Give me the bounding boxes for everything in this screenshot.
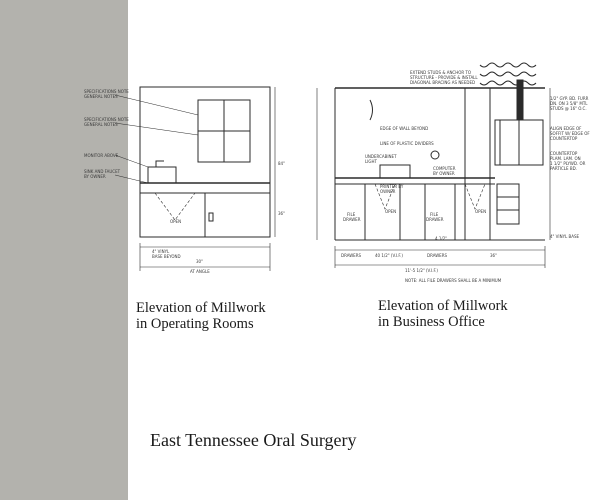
svg-text:BASE BEYOND: BASE BEYOND: [152, 254, 181, 259]
svg-text:30": 30": [196, 259, 203, 264]
side-band: [0, 0, 128, 500]
svg-text:BY OWNER: BY OWNER: [84, 174, 106, 179]
page-title: East Tennessee Oral Surgery: [150, 430, 357, 450]
svg-text:LIGHT: LIGHT: [365, 159, 378, 164]
svg-text:PARTICLE BD.: PARTICLE BD.: [550, 166, 577, 171]
svg-text:FILE: FILE: [347, 212, 356, 217]
svg-text:GENERAL NOTES: GENERAL NOTES: [84, 122, 118, 127]
svg-text:DRAWERS: DRAWERS: [341, 253, 361, 258]
svg-text:COUNTERTOP: COUNTERTOP: [550, 136, 578, 141]
caption-line: in Business Office: [378, 314, 485, 330]
svg-text:DRAWER: DRAWER: [343, 217, 361, 222]
svg-text:NOTE: ALL FILE DRAWERS SHALL B: NOTE: ALL FILE DRAWERS SHALL BE A MINIMU…: [405, 278, 502, 283]
svg-text:FILE: FILE: [430, 212, 439, 217]
caption-operating-rooms: Elevation of Millwork in Operating Rooms: [136, 300, 266, 332]
svg-text:DRAWER: DRAWER: [426, 217, 444, 222]
svg-text:OPEN: OPEN: [170, 219, 181, 224]
svg-text:STRUCTURE - PROVIDE & INSTALL: STRUCTURE - PROVIDE & INSTALL: [410, 75, 478, 80]
caption-line: Elevation of Millwork: [136, 300, 266, 316]
svg-text:OWNER: OWNER: [380, 189, 396, 194]
svg-text:DRAWERS: DRAWERS: [427, 253, 447, 258]
caption-line: in Operating Rooms: [136, 316, 254, 332]
svg-text:OPEN: OPEN: [475, 209, 486, 214]
svg-text:AT ANGLE: AT ANGLE: [190, 269, 210, 274]
svg-text:11'-5 1/2" (V.I.F.): 11'-5 1/2" (V.I.F.): [405, 268, 438, 273]
svg-text:DN. ON 3 5/8" MTL: DN. ON 3 5/8" MTL: [550, 101, 588, 106]
svg-text:PLAM. LAM. ON: PLAM. LAM. ON: [550, 156, 581, 161]
svg-text:4" VINYL: 4" VINYL: [152, 249, 170, 254]
svg-text:36": 36": [490, 253, 497, 258]
svg-text:40 1/2" (V.I.F.): 40 1/2" (V.I.F.): [375, 253, 403, 258]
svg-text:EXTEND STUDS & ANCHOR TO: EXTEND STUDS & ANCHOR TO: [410, 70, 471, 75]
svg-text:4" VINYL BASE: 4" VINYL BASE: [550, 234, 580, 239]
svg-text:COUNTERTOP: COUNTERTOP: [550, 151, 578, 156]
svg-text:UNDERCABINET: UNDERCABINET: [365, 154, 397, 159]
svg-text:OPEN: OPEN: [385, 209, 396, 214]
svg-text:84": 84": [278, 161, 285, 166]
svg-text:BY OWNER: BY OWNER: [433, 171, 455, 176]
operating-rooms-elevation-drawing: SPECIFICATIONS NOTE GENERAL NOTES SPECIF…: [84, 86, 285, 274]
svg-text:COMPUTER: COMPUTER: [433, 166, 456, 171]
svg-text:SPECIFICATIONS NOTE: SPECIFICATIONS NOTE: [84, 117, 129, 122]
caption-business-office: Elevation of Millwork in Business Office: [378, 298, 508, 330]
svg-text:SOFFIT W/ EDGE OF: SOFFIT W/ EDGE OF: [550, 131, 590, 136]
svg-text:MONITOR ABOVE: MONITOR ABOVE: [84, 153, 119, 158]
svg-text:SPECIFICATIONS NOTE: SPECIFICATIONS NOTE: [84, 89, 129, 94]
svg-text:DIAGONAL BRACING AS NEEDED: DIAGONAL BRACING AS NEEDED: [410, 80, 475, 85]
svg-text:1 1/2" PLYWD. OR: 1 1/2" PLYWD. OR: [550, 161, 586, 166]
svg-text:ALIGN EDGE OF: ALIGN EDGE OF: [550, 126, 582, 131]
svg-text:STUDS @ 16" O.C.: STUDS @ 16" O.C.: [550, 106, 587, 111]
svg-text:36": 36": [278, 211, 285, 216]
svg-text:GENERAL NOTES: GENERAL NOTES: [84, 94, 118, 99]
svg-text:4 1/2": 4 1/2": [435, 236, 447, 241]
svg-text:SINK AND FAUCET: SINK AND FAUCET: [84, 169, 121, 174]
svg-text:EDGE OF WALL BEYOND: EDGE OF WALL BEYOND: [380, 126, 428, 131]
caption-line: Elevation of Millwork: [378, 298, 508, 314]
svg-text:1/2" GYP. BD. FURR: 1/2" GYP. BD. FURR: [550, 96, 589, 101]
business-office-elevation-drawing: EXTEND STUDS & ANCHOR TO STRUCTURE - PRO…: [316, 62, 590, 283]
svg-text:LINE OF PLASTIC DIVIDERS: LINE OF PLASTIC DIVIDERS: [380, 141, 434, 146]
svg-text:PRINTER BY: PRINTER BY: [380, 184, 404, 189]
